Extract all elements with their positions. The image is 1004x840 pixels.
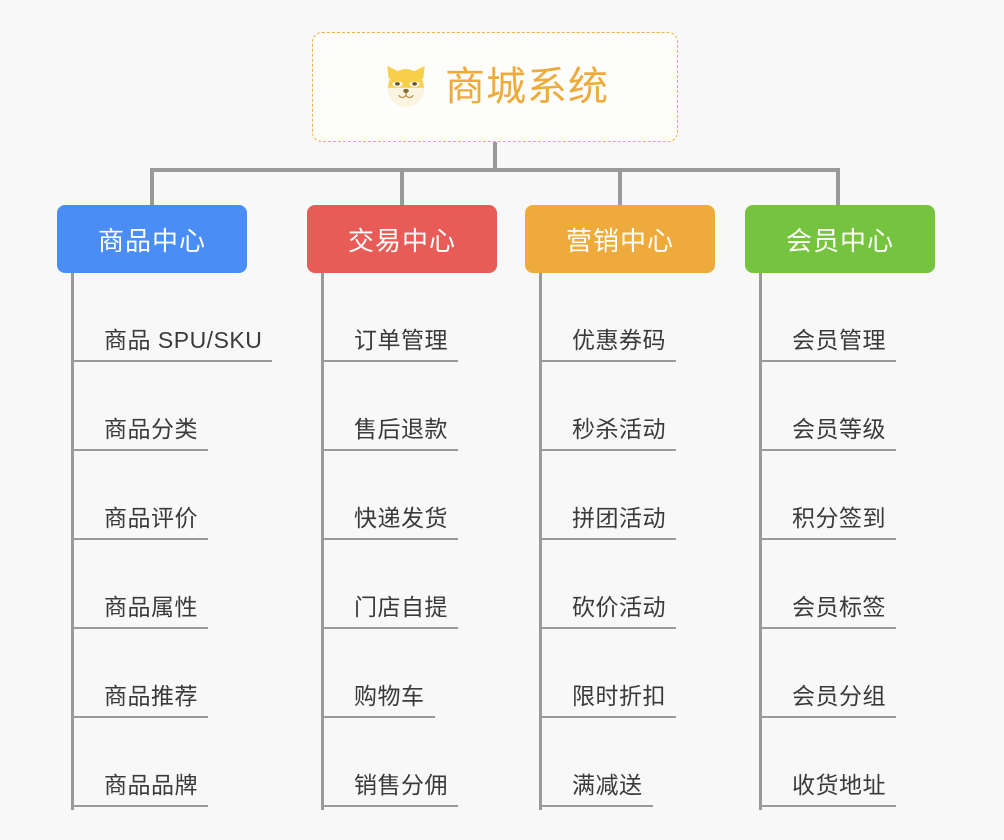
leaf-label: 限时折扣 bbox=[539, 685, 676, 718]
leaf-label: 商品分类 bbox=[71, 418, 208, 451]
leaf-item[interactable]: 售后退款 bbox=[321, 362, 551, 451]
leaf-label: 积分签到 bbox=[759, 507, 896, 540]
leaf-item[interactable]: 拼团活动 bbox=[539, 451, 769, 540]
leaf-label: 商品评价 bbox=[71, 507, 208, 540]
leaf-label: 满减送 bbox=[539, 774, 653, 807]
leaf-column-product-center: 商品 SPU/SKU 商品分类 商品评价 商品属性 商品推荐 商品品牌 bbox=[71, 273, 301, 810]
leaf-item[interactable]: 会员分组 bbox=[759, 629, 989, 718]
leaf-label: 秒杀活动 bbox=[539, 418, 676, 451]
column-trunk-line bbox=[321, 273, 324, 810]
leaf-item[interactable]: 收货地址 bbox=[759, 718, 989, 807]
leaf-label: 会员分组 bbox=[759, 685, 896, 718]
leaf-item[interactable]: 商品 SPU/SKU bbox=[71, 273, 301, 362]
leaf-label: 商品品牌 bbox=[71, 774, 208, 807]
leaf-label: 购物车 bbox=[321, 685, 435, 718]
leaf-column-trade-center: 订单管理 售后退款 快递发货 门店自提 购物车 销售分佣 bbox=[321, 273, 551, 810]
leaf-column-member-center: 会员管理 会员等级 积分签到 会员标签 会员分组 收货地址 bbox=[759, 273, 989, 810]
leaf-label: 商品推荐 bbox=[71, 685, 208, 718]
leaf-item[interactable]: 优惠券码 bbox=[539, 273, 769, 362]
leaf-label: 砍价活动 bbox=[539, 596, 676, 629]
branch-label: 商品中心 bbox=[97, 225, 206, 256]
leaf-item[interactable]: 商品分类 bbox=[71, 362, 301, 451]
branch-label: 交易中心 bbox=[347, 225, 456, 256]
leaf-item[interactable]: 商品品牌 bbox=[71, 718, 301, 807]
leaf-item[interactable]: 商品评价 bbox=[71, 451, 301, 540]
leaf-item[interactable]: 积分签到 bbox=[759, 451, 989, 540]
leaf-label: 优惠券码 bbox=[539, 329, 676, 362]
column-trunk-line bbox=[71, 273, 74, 810]
branch-node-product-center[interactable]: 商品中心 bbox=[57, 205, 247, 273]
leaf-item[interactable]: 限时折扣 bbox=[539, 629, 769, 718]
root-node[interactable]: 商城系统 bbox=[312, 32, 678, 142]
leaf-label: 收货地址 bbox=[759, 774, 896, 807]
branch-label: 营销中心 bbox=[565, 225, 674, 256]
leaf-item[interactable]: 订单管理 bbox=[321, 273, 551, 362]
leaf-item[interactable]: 满减送 bbox=[539, 718, 769, 807]
leaf-label: 拼团活动 bbox=[539, 507, 676, 540]
leaf-item[interactable]: 会员标签 bbox=[759, 540, 989, 629]
leaf-label: 订单管理 bbox=[321, 329, 458, 362]
leaf-label: 销售分佣 bbox=[321, 774, 458, 807]
leaf-item[interactable]: 购物车 bbox=[321, 629, 551, 718]
leaf-label: 会员等级 bbox=[759, 418, 896, 451]
column-trunk-line bbox=[539, 273, 542, 810]
leaf-label: 售后退款 bbox=[321, 418, 458, 451]
root-title: 商城系统 bbox=[445, 65, 609, 109]
leaf-label: 商品 SPU/SKU bbox=[71, 329, 273, 362]
leaf-item[interactable]: 快递发货 bbox=[321, 451, 551, 540]
leaf-item[interactable]: 商品推荐 bbox=[71, 629, 301, 718]
leaf-item[interactable]: 商品属性 bbox=[71, 540, 301, 629]
branch-node-marketing-center[interactable]: 营销中心 bbox=[525, 205, 715, 273]
leaf-item[interactable]: 秒杀活动 bbox=[539, 362, 769, 451]
branch-label: 会员中心 bbox=[785, 225, 894, 256]
leaf-label: 商品属性 bbox=[71, 596, 208, 629]
shiba-dog-face-icon bbox=[387, 65, 425, 107]
leaf-item[interactable]: 砍价活动 bbox=[539, 540, 769, 629]
branch-node-member-center[interactable]: 会员中心 bbox=[745, 205, 935, 273]
leaf-label: 会员管理 bbox=[759, 329, 896, 362]
leaf-item[interactable]: 销售分佣 bbox=[321, 718, 551, 807]
leaf-item[interactable]: 会员等级 bbox=[759, 362, 989, 451]
leaf-item[interactable]: 门店自提 bbox=[321, 540, 551, 629]
leaf-item[interactable]: 会员管理 bbox=[759, 273, 989, 362]
column-trunk-line bbox=[759, 273, 762, 810]
leaf-label: 快递发货 bbox=[321, 507, 458, 540]
leaf-column-marketing-center: 优惠券码 秒杀活动 拼团活动 砍价活动 限时折扣 满减送 bbox=[539, 273, 769, 810]
branch-node-trade-center[interactable]: 交易中心 bbox=[307, 205, 497, 273]
leaf-label: 会员标签 bbox=[759, 596, 896, 629]
leaf-label: 门店自提 bbox=[321, 596, 458, 629]
